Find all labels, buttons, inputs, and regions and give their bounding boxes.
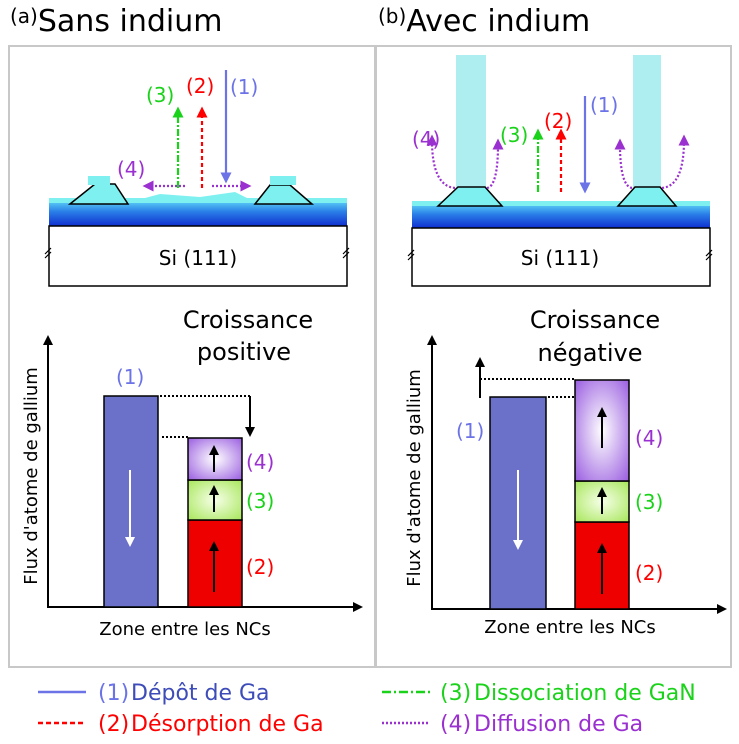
panel-b-bar-label-2: (2) xyxy=(635,561,663,585)
legend-deposit-text: Dépôt de Ga xyxy=(131,681,270,706)
legend-diffusion-num: (4) xyxy=(440,712,471,737)
panel-a-label-1: (1) xyxy=(230,75,258,99)
panel-b-title-text: Avec indium xyxy=(406,4,591,39)
panel-b-island-right xyxy=(616,186,678,207)
panel-a-island-left xyxy=(67,183,130,205)
panel-b-bar-label-4: (4) xyxy=(635,426,663,450)
panel-b-label-1: (1) xyxy=(590,93,618,117)
panel-b-frame xyxy=(375,45,732,668)
panel-a-bar-label-3: (3) xyxy=(246,489,274,513)
panel-a-growth-title-2: positive xyxy=(197,338,291,366)
panel-b-island-left xyxy=(436,186,504,207)
panel-a-bar-label-4: (4) xyxy=(246,450,274,474)
panel-b-growth-title-2: négative xyxy=(538,339,643,367)
panel-b-diffusion-arrow-3 xyxy=(614,138,633,190)
panel-a-schematic: Si (111) (1) (2) (3) (4) xyxy=(44,70,350,287)
panel-b-label-4: (4) xyxy=(412,127,440,151)
panel-a-bar-label-1: (1) xyxy=(116,365,144,389)
panel-a-growth-title-1: Croissance xyxy=(183,306,313,334)
panel-b-diffusion-arrow-2 xyxy=(486,138,504,190)
panel-a-title-text: Sans indium xyxy=(37,4,223,39)
panel-b-title: (b)Avec indium xyxy=(378,4,590,39)
panel-b-gan-layer xyxy=(412,203,710,228)
legend-desorption-num: (2) xyxy=(98,712,129,737)
panel-a-substrate xyxy=(48,225,348,287)
panel-b-bar-label-3: (3) xyxy=(635,490,663,514)
legend-deposit-num: (1) xyxy=(98,681,129,706)
panel-b-nanowire-right xyxy=(633,55,661,188)
legend: (1) Dépôt de Ga (2) Désorption de Ga (3)… xyxy=(38,681,696,737)
panel-b-substrate-label: Si (111) xyxy=(521,246,599,270)
panel-b-chart: Croissance négative Flux d'atome de gall… xyxy=(404,306,727,638)
panel-b-label-2: (2) xyxy=(544,109,572,133)
panel-a-label-3: (3) xyxy=(146,83,174,107)
legend-dissociation-text: Dissociation de GaN xyxy=(474,681,696,706)
panel-a-letter: (a) xyxy=(10,4,38,28)
panel-b-xlabel: Zone entre les NCs xyxy=(484,617,655,638)
panel-b-substrate xyxy=(411,227,711,287)
panel-b-diffusion-arrow-4 xyxy=(661,134,690,190)
panel-b-label-3: (3) xyxy=(500,123,528,147)
panel-a-title: (a)Sans indium xyxy=(10,4,222,39)
panel-b-ylabel: Flux d'atome de gallium xyxy=(404,369,425,587)
panel-a-label-4: (4) xyxy=(117,157,145,181)
panel-b-schematic: Si (111) (1) (2) (3) (4) xyxy=(407,55,713,287)
panel-a-ylabel: Flux d'atome de gallium xyxy=(21,367,42,585)
panel-a-chart: Croissance positive Flux d'atome de gall… xyxy=(21,306,363,640)
panel-a-bar-label-2: (2) xyxy=(246,555,274,579)
panel-b-nanowire-left xyxy=(456,55,486,188)
panel-a-xlabel: Zone entre les NCs xyxy=(99,619,270,640)
panel-a-island-right xyxy=(253,184,315,205)
panel-b-bar-label-1: (1) xyxy=(456,419,484,443)
legend-diffusion-text: Diffusion de Ga xyxy=(474,712,643,737)
panel-b-growth-title-1: Croissance xyxy=(530,306,660,334)
panel-a-substrate-label: Si (111) xyxy=(159,246,237,270)
panel-b-letter: (b) xyxy=(378,4,407,28)
panel-a-label-2: (2) xyxy=(186,74,214,98)
legend-desorption-text: Désorption de Ga xyxy=(131,712,324,737)
legend-dissociation-num: (3) xyxy=(440,681,471,706)
